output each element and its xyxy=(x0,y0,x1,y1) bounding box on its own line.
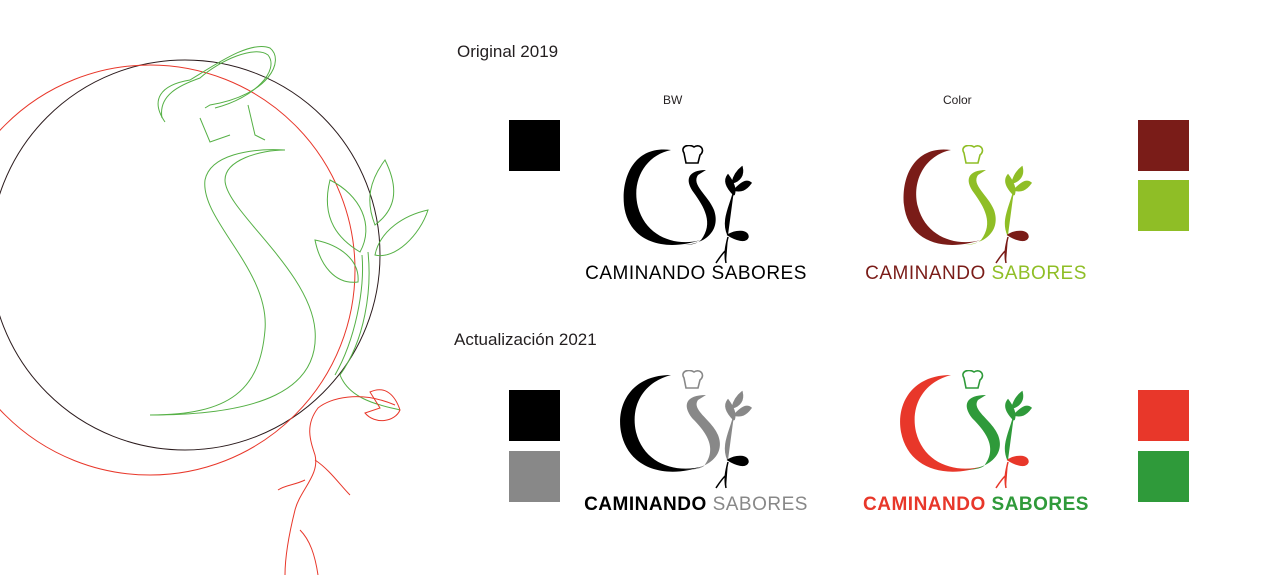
swatch-update-color-red xyxy=(1138,390,1189,441)
swatch-update-bw-gray xyxy=(509,451,560,502)
chef-hat-outline xyxy=(157,46,276,143)
swatch-original-bw-black xyxy=(509,120,560,171)
section-title-update: Actualización 2021 xyxy=(454,330,597,349)
logo-wordmark: CAMINANDO SABORES xyxy=(576,494,816,516)
logo-wordmark: CAMINANDO SABORES xyxy=(576,263,816,285)
construction-circle-red xyxy=(0,64,356,476)
wordmark-word2: SABORES xyxy=(991,494,1089,515)
logo-original-bw: CAMINANDO SABORES xyxy=(576,145,816,295)
wordmark-word1: CAMINANDO xyxy=(585,263,706,284)
logo-construction-drawing xyxy=(0,46,429,575)
wordmark-word2: SABORES xyxy=(991,263,1087,284)
wordmark-word2: SABORES xyxy=(711,263,807,284)
s-shape-outline xyxy=(149,149,316,416)
column-label-bw: BW xyxy=(663,93,683,107)
wordmark-word1: CAMINANDO xyxy=(865,263,986,284)
swatch-update-bw-black xyxy=(509,390,560,441)
wordmark-word1: CAMINANDO xyxy=(584,494,707,515)
column-label-color: Color xyxy=(943,93,972,107)
swatch-update-color-green xyxy=(1138,451,1189,502)
wordmark-word2: SABORES xyxy=(712,494,808,515)
logo-emblem xyxy=(623,145,753,264)
logo-emblem xyxy=(620,370,753,489)
logo-original-color: CAMINANDO SABORES xyxy=(856,145,1096,295)
section-title-original: Original 2019 xyxy=(457,42,559,61)
logo-wordmark: CAMINANDO SABORES xyxy=(856,494,1096,516)
wordmark-word1: CAMINANDO xyxy=(863,494,986,515)
construction-circle-dark xyxy=(0,59,381,451)
roots-outline xyxy=(277,389,401,575)
logo-wordmark: CAMINANDO SABORES xyxy=(856,263,1096,285)
logo-emblem xyxy=(903,145,1033,264)
swatch-original-color-lime xyxy=(1138,180,1189,231)
logo-update-color: CAMINANDO SABORES xyxy=(856,370,1096,520)
logo-emblem xyxy=(900,370,1033,489)
logo-update-bw: CAMINANDO SABORES xyxy=(576,370,816,520)
swatch-original-color-maroon xyxy=(1138,120,1189,171)
leaves-outline xyxy=(314,159,429,411)
